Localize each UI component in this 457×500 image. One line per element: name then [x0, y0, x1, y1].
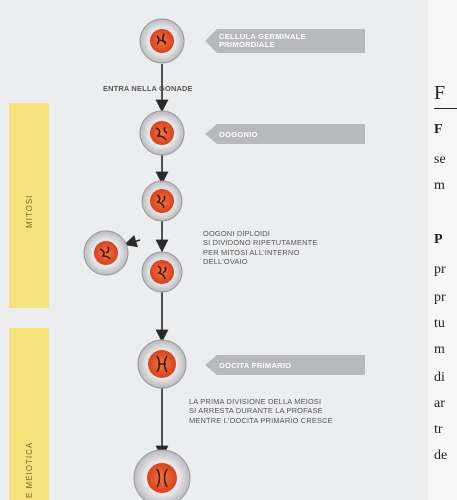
- right-line-11: tr: [434, 422, 443, 437]
- tag-oogonio: OOGONIO: [205, 124, 365, 144]
- tag-germinale-line1: CELLULA GERMINALE: [219, 32, 306, 42]
- tag-germinale: CELLULA GERMINALE PRIMORDIALE: [205, 29, 365, 53]
- right-title: F: [434, 82, 446, 104]
- right-line-8: m: [434, 342, 445, 357]
- right-line-4: P: [434, 232, 443, 247]
- cell-oogonio-2: [141, 180, 183, 222]
- caption-entra: ENTRA NELLA GONADE: [103, 84, 193, 93]
- caption-oogoni-line4: DELL'OVAIO: [203, 256, 248, 266]
- caption-meiosi: LA PRIMA DIVISIONE DELLA MEIOSI SI ARRES…: [189, 397, 333, 425]
- cell-oocita: [137, 339, 187, 389]
- right-line-6: pr: [434, 290, 446, 305]
- cell-side: [83, 230, 129, 276]
- meiotica-band: [9, 328, 49, 500]
- arrow-side: [123, 235, 141, 248]
- cell-oocita-2: [133, 449, 191, 500]
- right-line-7: tu: [434, 316, 445, 331]
- right-line-10: ar: [434, 396, 445, 411]
- cell-germinale: [139, 18, 185, 64]
- right-line-12: de: [434, 448, 448, 463]
- right-line-2: se: [434, 152, 446, 167]
- cell-oogonio: [139, 110, 185, 156]
- right-line-3: m: [434, 178, 445, 193]
- caption-meiosi-line1: LA PRIMA DIVISIONE DELLA MEIOSI: [189, 397, 322, 406]
- right-title-underline: [434, 108, 457, 109]
- right-line-9: di: [434, 370, 445, 385]
- caption-oogoni-line1: OOGONI DIPLOIDI: [203, 229, 271, 238]
- caption-oogoni: OOGONI DIPLOIDI SI DIVIDONO RIPETUTAMENT…: [203, 229, 318, 266]
- caption-oogoni-line3: PER MITOSI ALL'INTERNO: [203, 247, 300, 257]
- caption-meiosi-line3: MENTRE L'OOCITA PRIMARIO CRESCE: [189, 415, 333, 425]
- tag-oocita: OOCITA PRIMARIO: [205, 355, 365, 375]
- mitosi-band: [9, 103, 49, 308]
- cell-oogonio-3: [141, 251, 183, 293]
- right-line-5: pr: [434, 262, 446, 277]
- caption-meiosi-line2: SI ARRESTA DURANTE LA PROFASE: [189, 406, 323, 416]
- right-text-panel: F F se m P pr pr tu m di ar tr de: [428, 0, 457, 500]
- right-line-1: F: [434, 122, 443, 137]
- tag-germinale-line2: PRIMORDIALE: [219, 40, 275, 49]
- caption-oogoni-line2: SI DIVIDONO RIPETUTAMENTE: [203, 238, 318, 248]
